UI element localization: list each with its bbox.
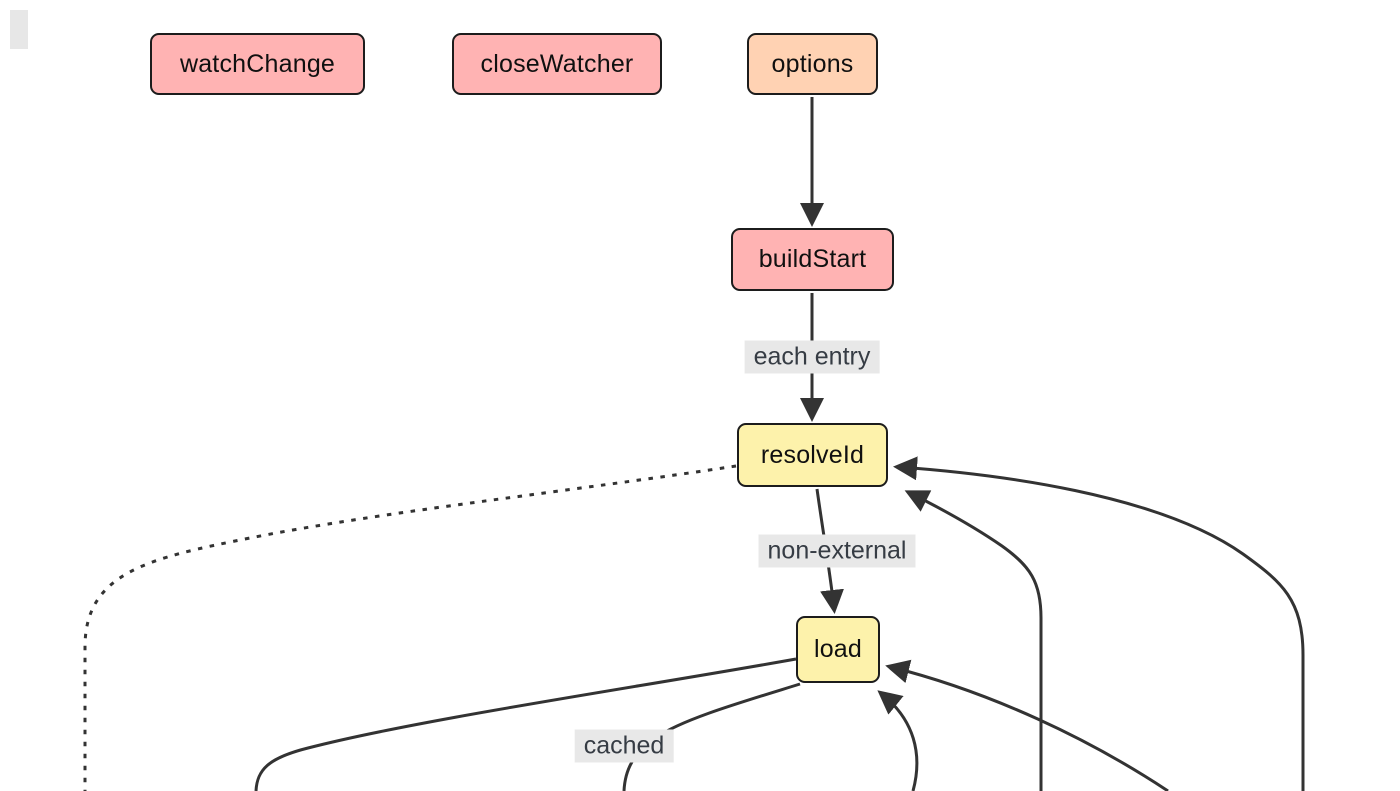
edge-into-resolveid-lower [904,490,1043,791]
node-watchchange[interactable]: watchChange [150,33,365,95]
edge-label-each-entry: each entry [744,340,880,374]
edge-into-resolveid-upper [893,456,1305,791]
node-options-label: options [771,49,854,78]
node-resolveid[interactable]: resolveId [737,423,888,487]
node-buildstart[interactable]: buildStart [731,228,894,291]
edge-into-load-bottom [877,690,919,791]
edge-label-non-external: non-external [758,534,916,568]
node-closewatcher-label: closeWatcher [480,49,634,78]
node-closewatcher[interactable]: closeWatcher [452,33,662,95]
node-load[interactable]: load [796,616,880,683]
node-buildstart-label: buildStart [758,245,867,273]
edge-label-cached: cached [574,729,674,763]
node-resolveid-label: resolveId [760,440,865,469]
node-options[interactable]: options [747,33,878,95]
scrollbar-thumb[interactable] [10,10,28,49]
node-load-label: load [813,635,863,663]
edge-into-load-right [885,659,1169,791]
edge-load-bottom-left [254,657,797,791]
node-watchchange-label: watchChange [179,49,336,78]
